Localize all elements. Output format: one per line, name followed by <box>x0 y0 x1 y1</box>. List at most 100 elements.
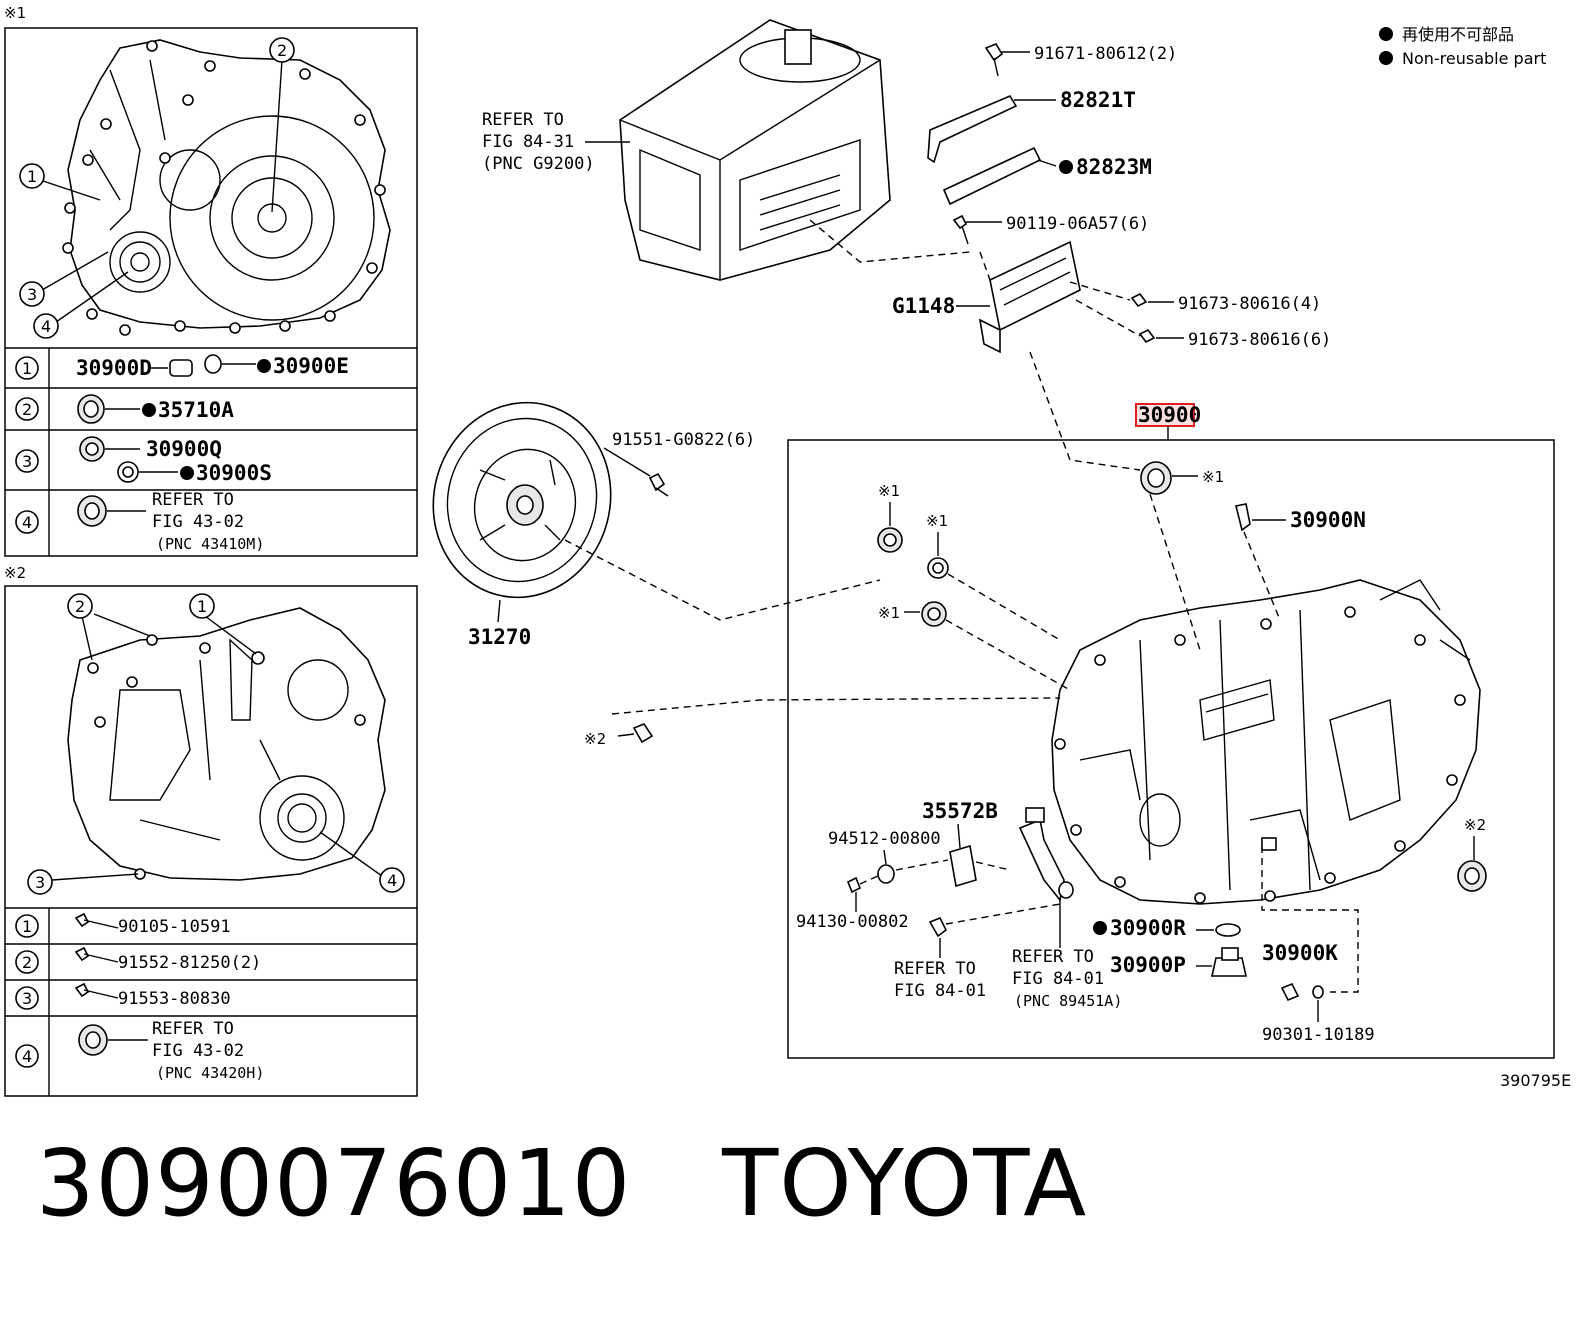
plug-note1: ※1 <box>877 482 903 553</box>
bolt-91673-a: 91673-80616(4) <box>1130 292 1321 314</box>
svg-text:31270: 31270 <box>468 625 531 649</box>
svg-text:35572B: 35572B <box>922 799 998 823</box>
inset2-callouts: 2 1 3 4 <box>27 593 405 895</box>
svg-text:FIG 84-01: FIG 84-01 <box>1012 969 1104 989</box>
svg-text:3: 3 <box>35 873 45 892</box>
bolt-note2-left: ※2 <box>584 697 1061 748</box>
transaxle-housing-front-drawing <box>62 39 391 336</box>
footer-part-number: 3090076010 <box>36 1130 632 1237</box>
non-reusable-bullet-icon <box>1379 51 1393 65</box>
svg-text:1: 1 <box>22 917 32 936</box>
switch-group-35572B: 35572B 94512-00800 94130-00802 <box>796 799 1074 932</box>
svg-text:FIG 84-31: FIG 84-31 <box>482 132 574 152</box>
transaxle-assembly-box <box>787 439 1555 1059</box>
non-reusable-bullet-icon <box>1379 27 1393 41</box>
bolt-91551: 91551-G0822(6) <box>603 430 755 497</box>
svg-text:※2: ※2 <box>584 730 606 748</box>
svg-text:※1: ※1 <box>878 482 900 500</box>
svg-text:1: 1 <box>27 167 37 186</box>
inset1-table: 1 30900D 30900E 2 35710A 3 30900Q 30900S… <box>15 354 349 553</box>
part-35710A: 35710A <box>158 398 234 422</box>
legend-english: Non-reusable part <box>1402 49 1546 68</box>
svg-text:4: 4 <box>41 317 51 336</box>
oil-seal-top: ※1 <box>1140 461 1224 495</box>
svg-text:G1148: G1148 <box>892 294 955 318</box>
connector-82823M: 82823M <box>942 146 1152 206</box>
seal-note2-right: ※2 <box>1457 816 1487 892</box>
svg-text:3: 3 <box>27 285 37 304</box>
part-91552-81250: 91552-81250(2) <box>118 953 261 973</box>
svg-text:FIG 43-02: FIG 43-02 <box>152 1041 244 1061</box>
transaxle-housing-rear-drawing <box>67 607 386 881</box>
figure-id: 390795E <box>1500 1071 1571 1090</box>
footer-title: 3090076010 TOYOTA <box>36 1138 1087 1230</box>
svg-text:4: 4 <box>22 513 32 532</box>
legend-japanese: 再使用不可部品 <box>1402 25 1514 44</box>
bolt-91671: 91671-80612(2) <box>984 43 1177 77</box>
svg-text:REFER TO: REFER TO <box>152 1019 234 1039</box>
bolt-90119: 90119-06A57(6) <box>952 214 1149 245</box>
svg-text:FIG 43-02: FIG 43-02 <box>152 512 244 532</box>
inset1-callouts: 2 1 3 4 <box>19 37 295 339</box>
svg-text:(PNC 43420H): (PNC 43420H) <box>156 1064 264 1082</box>
gasket-30900R: 30900R <box>1093 916 1241 940</box>
highlighted-part-30900[interactable]: 30900 <box>1135 403 1201 440</box>
footer-brand: TOYOTA <box>722 1130 1088 1237</box>
svg-text:(PNC G9200): (PNC G9200) <box>482 154 595 174</box>
svg-text:30900K: 30900K <box>1262 941 1338 965</box>
sensor-30900N: 30900N <box>1235 503 1366 621</box>
svg-text:※1: ※1 <box>1202 468 1224 486</box>
svg-text:※1: ※1 <box>878 604 900 622</box>
bolt-91673-b: 91673-80616(6) <box>1138 328 1331 350</box>
svg-text:2: 2 <box>22 400 32 419</box>
svg-text:(PNC 43410M): (PNC 43410M) <box>156 535 264 553</box>
refer-fig-84-01-bolt: REFER TO FIG 84-01 <box>894 903 1061 1001</box>
connector-G1148: G1148 <box>892 240 1081 354</box>
part-number-30900: 30900 <box>1138 403 1201 427</box>
transaxle-body-drawing <box>1051 579 1481 905</box>
svg-text:3: 3 <box>22 989 32 1008</box>
svg-text:82821T: 82821T <box>1060 88 1136 112</box>
svg-text:1: 1 <box>22 359 32 378</box>
bracket-82821T: 82821T <box>927 88 1136 164</box>
svg-text:91673-80616(4): 91673-80616(4) <box>1178 294 1321 314</box>
svg-text:REFER TO: REFER TO <box>152 490 234 510</box>
svg-text:4: 4 <box>387 871 397 890</box>
svg-text:3: 3 <box>22 452 32 471</box>
part-30900Q: 30900Q <box>146 437 222 461</box>
svg-text:REFER TO: REFER TO <box>1012 947 1094 967</box>
svg-text:1: 1 <box>197 597 207 616</box>
part-30900S: 30900S <box>196 461 272 485</box>
part-91553-80830: 91553-80830 <box>118 989 231 1009</box>
svg-text:REFER TO: REFER TO <box>482 110 564 130</box>
seal-note1-b: ※1 <box>878 601 947 627</box>
svg-text:(PNC 89451A): (PNC 89451A) <box>1014 992 1122 1010</box>
svg-text:2: 2 <box>22 953 32 972</box>
legend: 再使用不可部品 Non-reusable part <box>1379 25 1546 68</box>
svg-text:91673-80616(6): 91673-80616(6) <box>1188 330 1331 350</box>
svg-text:94130-00802: 94130-00802 <box>796 912 909 932</box>
inset2-marker: ※2 <box>4 564 26 582</box>
svg-text:2: 2 <box>75 597 85 616</box>
svg-text:91551-G0822(6): 91551-G0822(6) <box>612 430 755 450</box>
svg-text:30900N: 30900N <box>1290 508 1366 532</box>
svg-text:※2: ※2 <box>1464 816 1486 834</box>
plug-30900P: 30900P <box>1110 947 1247 977</box>
inset2-box <box>4 585 418 1097</box>
part-30900E: 30900E <box>273 354 349 378</box>
refer-fig-84-31-label: REFER TO FIG 84-31 (PNC G9200) <box>482 110 630 174</box>
svg-text:82823M: 82823M <box>1076 155 1152 179</box>
svg-text:90301-10189: 90301-10189 <box>1262 1025 1375 1045</box>
inset1-box <box>4 27 418 557</box>
inset1-marker: ※1 <box>4 4 26 22</box>
seal-note1-a: ※1 <box>926 512 949 579</box>
inverter-assembly-drawing <box>619 19 891 281</box>
svg-text:REFER TO: REFER TO <box>894 959 976 979</box>
svg-text:4: 4 <box>22 1047 32 1066</box>
refer-fig-84-01-switch: REFER TO FIG 84-01 (PNC 89451A) <box>1012 898 1122 1010</box>
svg-text:30900P: 30900P <box>1110 953 1186 977</box>
svg-text:94512-00800: 94512-00800 <box>828 829 941 849</box>
svg-text:90119-06A57(6): 90119-06A57(6) <box>1006 214 1149 234</box>
part-30900D: 30900D <box>76 356 152 380</box>
svg-text:30900R: 30900R <box>1110 916 1186 940</box>
